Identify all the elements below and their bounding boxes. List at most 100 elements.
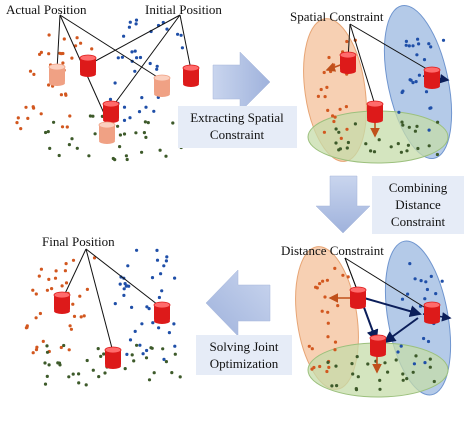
orange-point (345, 127, 349, 131)
blue-point (137, 110, 142, 114)
green-point (414, 354, 418, 358)
green-point (45, 344, 49, 348)
green-point (85, 358, 89, 363)
blue-point (155, 258, 160, 262)
green-point (96, 347, 100, 351)
blue-point (400, 90, 404, 95)
green-point (87, 154, 91, 158)
distance-camera-icon (349, 286, 367, 309)
blue-point (422, 58, 427, 62)
blue-point (130, 305, 134, 309)
blue-point (416, 37, 420, 41)
blue-point (157, 295, 161, 300)
solving-label-box (196, 335, 292, 375)
blue-point (423, 361, 427, 365)
camera-body (154, 78, 170, 94)
green-point (150, 346, 154, 350)
green-point (43, 361, 47, 365)
green-point (334, 141, 338, 145)
green-point (334, 127, 338, 131)
orange-point (320, 309, 324, 313)
orange-point (32, 72, 36, 76)
blue-point (412, 362, 416, 366)
green-point (46, 130, 50, 134)
blue-point (429, 45, 433, 49)
blue-point (167, 331, 171, 335)
green-point (171, 121, 175, 125)
camera-top (423, 301, 441, 309)
blue-point (434, 292, 438, 296)
blue-point (150, 276, 155, 280)
distance-link (363, 297, 422, 318)
orange-point (25, 324, 29, 328)
green-point (427, 144, 431, 148)
orange-point (34, 292, 38, 296)
orange-point (64, 281, 69, 285)
blue-point (140, 96, 144, 100)
green-point (43, 382, 48, 386)
green-point (144, 356, 149, 360)
final-camera-icon (153, 301, 171, 324)
green-point (356, 375, 360, 379)
final-camera-icon (53, 291, 71, 314)
blue-point (404, 39, 408, 44)
green-point (122, 132, 127, 136)
green-point (401, 378, 405, 382)
blue-point (151, 321, 155, 325)
orange-point (68, 324, 72, 328)
green-point (170, 371, 174, 375)
orange-point (54, 269, 58, 273)
camera-base (103, 117, 119, 123)
green-point (118, 145, 122, 149)
spatial-leader-line (349, 23, 433, 73)
green-point (350, 362, 354, 366)
blue-point (173, 276, 177, 280)
combining-label-line2: Distance (395, 197, 441, 212)
blue-point (122, 118, 127, 122)
extracting-label-line2: Constraint (210, 127, 265, 142)
camera-base (424, 83, 440, 89)
blue-point (400, 297, 405, 301)
actual-camera-estimate-icon (48, 63, 66, 86)
blue-point (179, 33, 183, 37)
final-leader-line (85, 248, 163, 309)
blue-point (164, 259, 168, 263)
blue-point (133, 329, 137, 333)
green-point (91, 368, 95, 372)
green-point (405, 149, 409, 153)
camera-body (154, 305, 170, 321)
orange-point (326, 310, 330, 314)
orange-point (332, 119, 336, 124)
spatial-camera-icon (423, 66, 441, 89)
orange-point (329, 69, 333, 74)
orange-point (67, 348, 71, 352)
orange-point (16, 116, 20, 120)
green-point (401, 372, 405, 376)
initial-position-label: Initial Position (145, 2, 222, 17)
camera-body (350, 290, 366, 306)
orange-point (15, 121, 19, 125)
camera-top (98, 121, 116, 129)
orange-point (59, 93, 64, 97)
orange-point (68, 114, 72, 118)
camera-base (350, 303, 366, 309)
green-point (103, 371, 107, 375)
blue-point (396, 350, 400, 354)
blue-point (138, 343, 142, 347)
blue-point (426, 339, 431, 344)
orange-point (35, 345, 39, 349)
orange-point (82, 314, 86, 318)
camera-body (183, 68, 199, 84)
blue-point (113, 81, 117, 85)
distance-link (361, 301, 379, 342)
green-point (116, 124, 120, 128)
green-point (326, 360, 330, 364)
orange-point (345, 39, 349, 44)
green-point (135, 343, 139, 347)
blue-point (440, 279, 444, 283)
orange-point (333, 340, 338, 344)
orange-point (31, 351, 35, 355)
green-point (411, 370, 415, 374)
initial-camera-icon (102, 100, 120, 123)
